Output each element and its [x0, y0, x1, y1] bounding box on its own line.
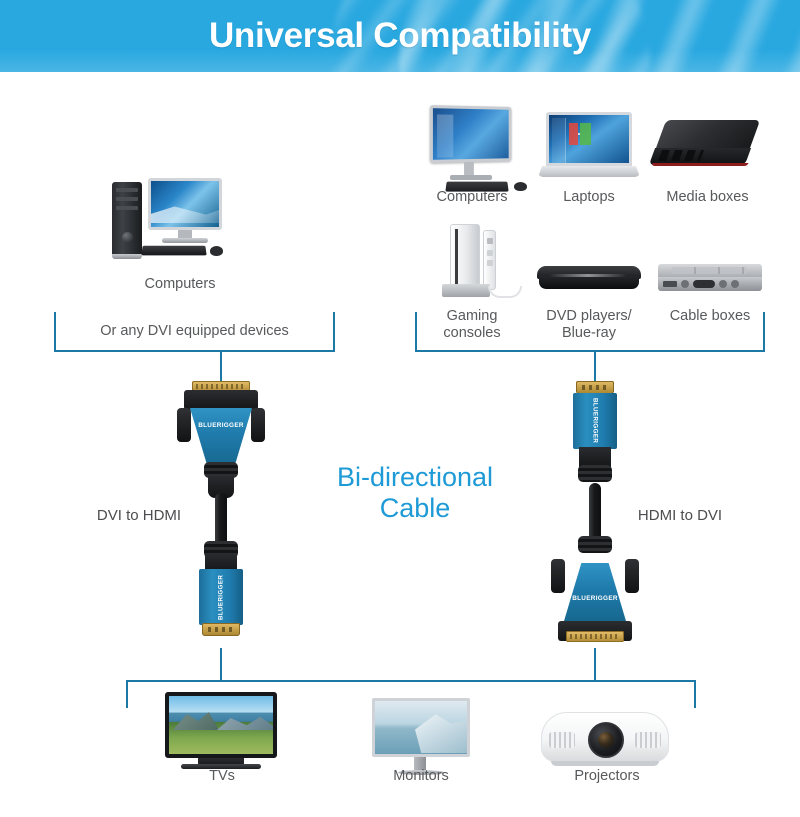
- left-bracket-note: Or any DVI equipped devices: [100, 323, 289, 339]
- cable-dvi-to-hdmi: BLUERIGGER BLUERIGGER: [161, 381, 281, 651]
- projector-icon: [541, 706, 669, 768]
- left-bracket-stem: [220, 350, 222, 383]
- laptop-icon: [538, 112, 640, 192]
- device-label-gaming-consoles: Gaming consoles: [443, 308, 501, 341]
- monitor-icon: [372, 698, 470, 776]
- device-label-tvs: TVs: [209, 768, 235, 784]
- media-box-icon: [648, 112, 761, 184]
- banner-swirl-decoration-secondary: [330, 0, 650, 72]
- device-label-laptops: Laptops: [563, 189, 615, 205]
- page-title: Universal Compatibility: [208, 16, 592, 55]
- dvd-player-icon: [537, 256, 641, 302]
- bottom-bracket-tick-end: [694, 680, 696, 708]
- left-bracket-base: [54, 350, 335, 352]
- cable-label-dvi-to-hdmi: DVI to HDMI: [96, 507, 182, 524]
- cable-brand-left-hdmi: BLUERIGGER: [217, 574, 225, 620]
- bi-directional-caption: Bi-directional Cable: [336, 462, 494, 523]
- game-console-icon: [440, 222, 526, 302]
- right-bracket-stem: [594, 350, 596, 383]
- device-label-projectors: Projectors: [574, 768, 640, 784]
- device-label-computers-right: Computers: [436, 189, 508, 205]
- cable-box-icon: [658, 258, 762, 300]
- bottom-bracket-base: [126, 680, 696, 682]
- right-bracket-tick-start: [415, 312, 417, 352]
- device-label-cable-boxes: Cable boxes: [669, 308, 751, 324]
- television-icon: [165, 692, 277, 770]
- desktop-computer-icon: [112, 178, 223, 270]
- left-bracket-tick-end: [333, 312, 335, 352]
- bottom-bracket-stem-left: [220, 648, 222, 681]
- banner-sheen: [0, 50, 800, 72]
- right-bracket-tick-end: [763, 312, 765, 352]
- cable-hdmi-to-dvi: BLUERIGGER BLUERIGGER: [535, 381, 655, 651]
- bottom-bracket-stem-right: [594, 648, 596, 681]
- device-label-media-boxes: Media boxes: [666, 189, 749, 205]
- device-label-computers-left: Computers: [144, 276, 216, 292]
- cable-label-hdmi-to-dvi: HDMI to DVI: [637, 507, 723, 524]
- cable-brand-right-hdmi: BLUERIGGER: [591, 398, 599, 444]
- left-bracket-tick-start: [54, 312, 56, 352]
- all-in-one-computer-icon: [424, 105, 528, 194]
- device-label-monitors: Monitors: [393, 768, 449, 784]
- cable-brand-left-dvi: BLUERIGGER: [198, 422, 244, 429]
- device-label-dvd-players: DVD players/ Blue-ray: [546, 308, 632, 341]
- header-banner: [0, 0, 800, 72]
- bottom-bracket-tick-start: [126, 680, 128, 708]
- right-bracket-base: [415, 350, 765, 352]
- cable-brand-right-dvi: BLUERIGGER: [572, 595, 618, 602]
